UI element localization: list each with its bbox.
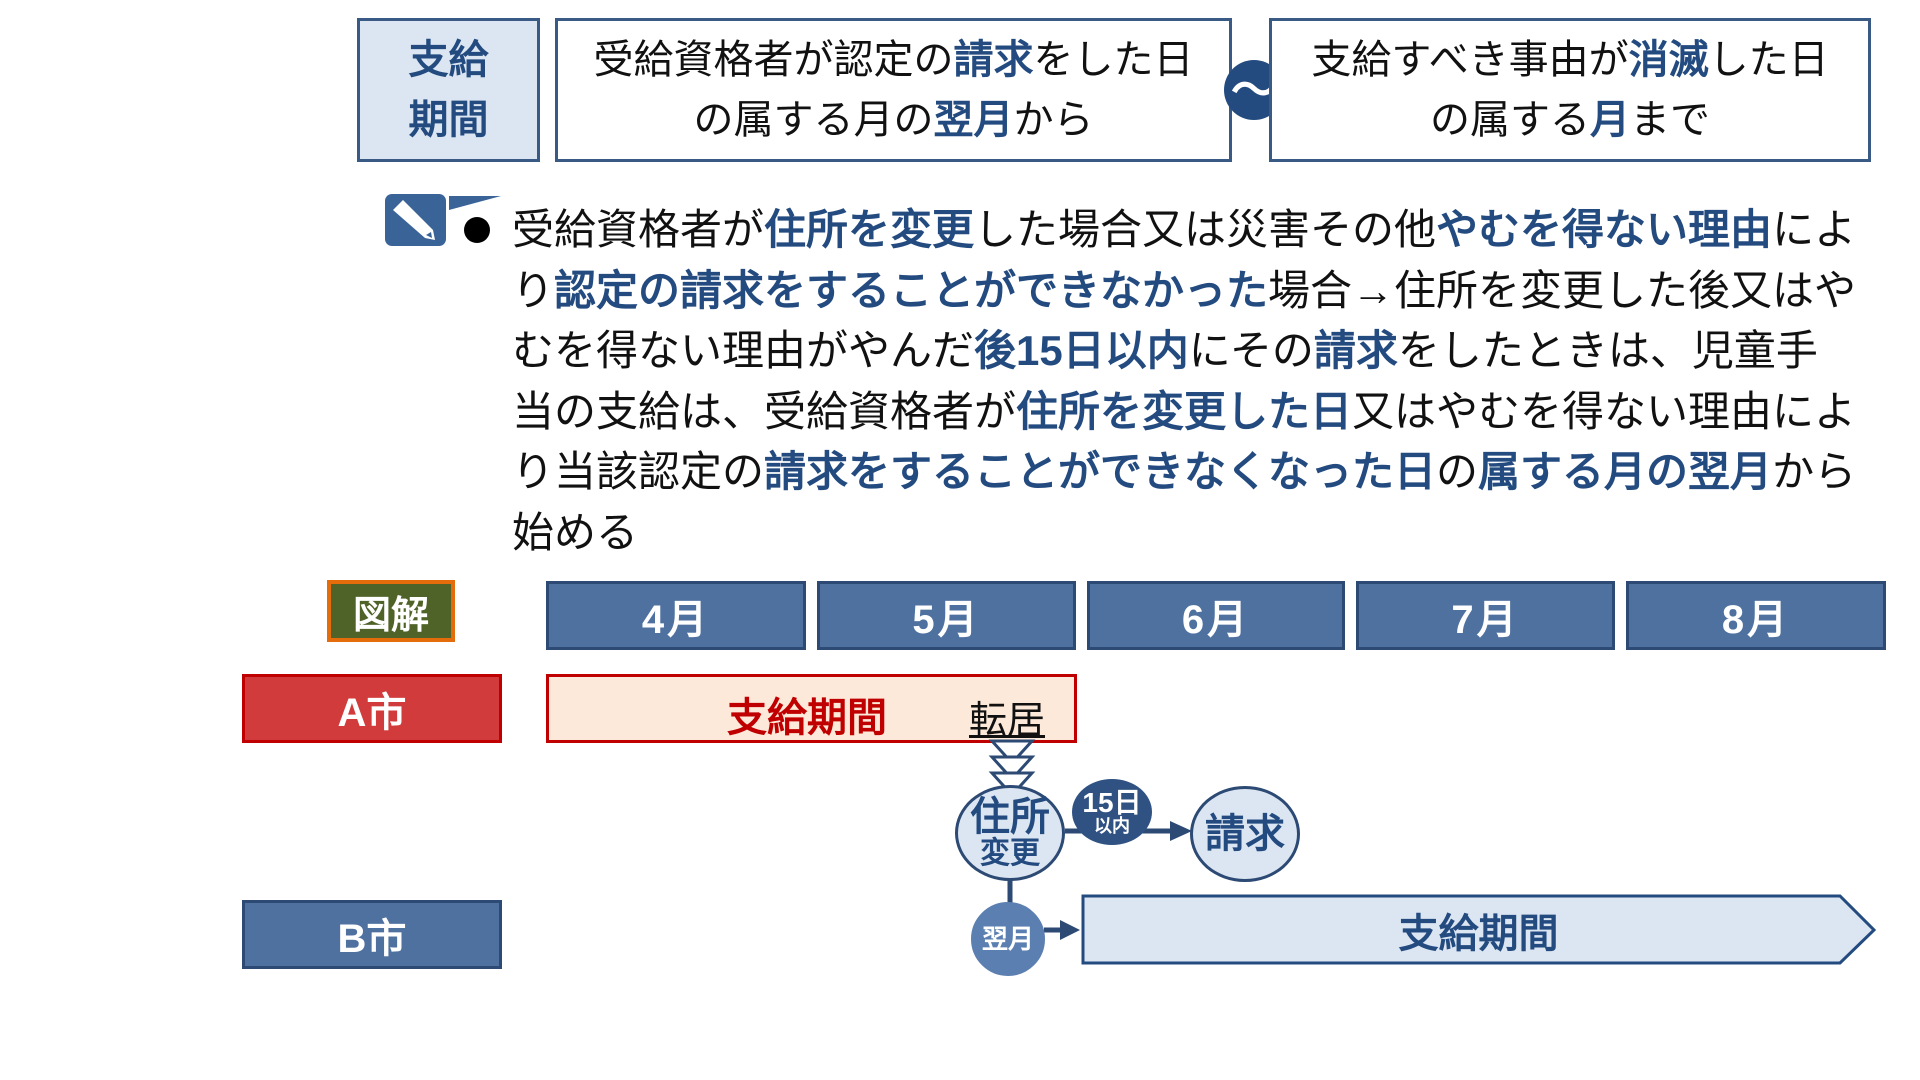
note-line: 当の支給は、受給資格者が住所を変更した日又はやむを得ない理由によ [512, 382, 1912, 443]
emphasis-text: 請求をすることができなくなった日 [764, 448, 1437, 495]
emphasis-text: 消滅 [1628, 38, 1709, 82]
period-end-line2: の属する月まで [1430, 90, 1710, 150]
note-line: むを得ない理由がやんだ後15日以内にその請求をしたときは、児童手 [512, 321, 1912, 382]
text-segment: の属する月の [693, 98, 934, 142]
city-b-period-label: 支給期間 [1398, 911, 1559, 956]
diagram-label: 図解 [327, 580, 455, 642]
bullet-icon [464, 217, 490, 243]
city-a-period: 支給期間 転居 [546, 674, 1077, 743]
emphasis-text: 後15日以内 [974, 327, 1189, 374]
text-segment: した日 [1708, 38, 1829, 82]
city-b-period-arrow [1081, 894, 1877, 965]
pencil-note-icon [385, 194, 501, 246]
text-segment: の [1436, 448, 1479, 495]
text-segment: によ [1772, 206, 1857, 253]
emphasis-text: 翌月 [933, 98, 1014, 142]
period-start-line2: の属する月の翌月から [694, 90, 1094, 150]
emphasis-text: 属する月の翌月 [1478, 448, 1773, 495]
month-header: 8月 [1626, 581, 1886, 650]
within-line1: 15日 [1082, 787, 1142, 818]
text-segment: をした日 [1033, 38, 1194, 82]
month-header: 4月 [546, 581, 806, 650]
arrow-right-icon [1170, 821, 1192, 841]
address-change-line1: 住所 [970, 795, 1050, 839]
text-segment: から [1772, 448, 1857, 495]
text-segment: した場合又は災害その他 [974, 206, 1437, 253]
text-segment: から [1013, 98, 1094, 142]
month-header: 6月 [1087, 581, 1345, 650]
period-end-box: 支給すべき事由が消滅した日 の属する月まで [1269, 18, 1871, 162]
text-segment: の属する [1430, 98, 1590, 142]
emphasis-text: 住所を変更した日 [1016, 387, 1353, 435]
label-line2: 期間 [408, 98, 489, 142]
arrow-right-icon [1060, 920, 1080, 940]
text-segment: むを得ない理由がやんだ [512, 327, 975, 374]
emphasis-text: 認定の請求をすることができなかった [554, 266, 1269, 314]
emphasis-text: 請求 [1313, 327, 1398, 374]
text-segment: にその [1188, 327, 1314, 374]
city-a-label: A市 [242, 674, 502, 743]
period-start-box: 受給資格者が認定の請求をした日 の属する月の翌月から [555, 18, 1232, 162]
month-header: 5月 [817, 581, 1076, 650]
text-segment: 当の支給は、受給資格者が [512, 387, 1017, 435]
text-segment: 始める [512, 508, 639, 556]
next-month-node: 翌月 [971, 902, 1045, 976]
emphasis-text: 請求 [953, 38, 1034, 82]
note-line: 始める [512, 503, 1912, 564]
note-line: り当該認定の請求をすることができなくなった日の属する月の翌月から [512, 442, 1912, 503]
double-chevron-down-icon [988, 739, 1036, 798]
city-a-period-label: 支給期間 [727, 696, 887, 740]
month-header: 7月 [1356, 581, 1615, 650]
text-segment: 受給資格者が認定の [593, 38, 954, 82]
city-b-label: B市 [242, 900, 502, 969]
period-start-line1: 受給資格者が認定の請求をした日 [594, 30, 1194, 90]
text-segment: をしたときは、児童手 [1397, 327, 1818, 374]
note-line: り認定の請求をすることができなかった場合→住所を変更した後又はや [512, 261, 1912, 322]
text-segment: り当該認定の [512, 448, 765, 495]
address-change-line2: 変更 [980, 837, 1040, 870]
note-paragraph: 受給資格者が住所を変更した場合又は災害その他やむを得ない理由により認定の請求をす… [512, 200, 1912, 563]
text-segment: 場合→住所を変更した後又はや [1268, 266, 1857, 314]
within-line2: 以内 [1094, 816, 1130, 836]
text-segment: まで [1630, 98, 1710, 142]
request-node: 請求 [1190, 786, 1300, 882]
text-segment: 受給資格者が [512, 206, 765, 253]
emphasis-text: 月 [1590, 98, 1630, 142]
within-15-days-node: 15日 以内 [1072, 779, 1152, 845]
move-label: 転居 [969, 700, 1046, 742]
period-end-line1: 支給すべき事由が消滅した日 [1311, 30, 1828, 90]
payment-period-label: 支給 期間 [357, 18, 540, 162]
emphasis-text: 住所を変更 [764, 206, 975, 253]
text-segment: 支給すべき事由が [1311, 38, 1629, 82]
label-line1: 支給 [408, 38, 489, 82]
text-segment: 又はやむを得ない理由によ [1352, 387, 1857, 435]
emphasis-text: やむを得ない理由 [1436, 206, 1773, 253]
address-change-node: 住所 変更 [955, 785, 1065, 881]
text-segment: り [512, 266, 555, 314]
note-line: 受給資格者が住所を変更した場合又は災害その他やむを得ない理由によ [512, 200, 1912, 261]
